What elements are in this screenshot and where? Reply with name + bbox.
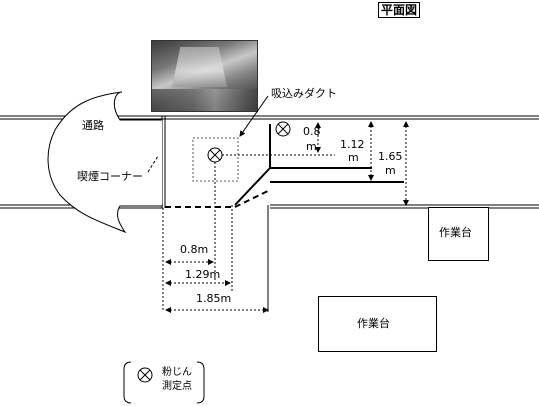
corridor-bubble [47,91,162,234]
legend-symbol [137,367,153,383]
duct-label: 吸込みダクト [271,87,337,100]
dim-h3 [165,205,269,313]
legend-line2: 測定点 [162,381,192,392]
partition [161,116,166,208]
guide-dotted [162,154,335,312]
corridor-label: 通路 [82,119,104,132]
legend-line1: 粉じん [162,367,192,378]
dim-v2-value: 1.12 [340,138,365,151]
dim-h2-text: 1.29m [185,268,221,281]
dim-v1-unit: m [306,140,317,153]
measure-point-wall [275,121,291,137]
dim-h3-text: 1.85m [196,292,232,305]
measure-point-main [207,147,223,163]
dim-h1-text: 0.8m [180,243,209,256]
workbench-1-label: 作業台 [439,226,472,239]
workbench-2-label: 作業台 [357,317,390,330]
bottom-wall-right [270,204,539,209]
dim-v3-unit: m [385,164,396,177]
workbench-1 [428,207,489,261]
workbench-2 [318,296,437,352]
legend-bracket [123,361,205,404]
duct-solid [234,130,404,206]
dim-v1-value: 0.8 [303,125,321,138]
dim-v3-value: 1.65 [378,150,403,163]
page-title: 平面図 [378,2,421,18]
dim-v2-unit: m [348,151,359,164]
photo-leader [239,95,269,137]
smoking-corner-label: 喫煙コーナー [77,170,143,183]
duct-dashed [165,120,271,208]
smoking-leader [147,155,159,173]
duct-photo [151,40,258,112]
